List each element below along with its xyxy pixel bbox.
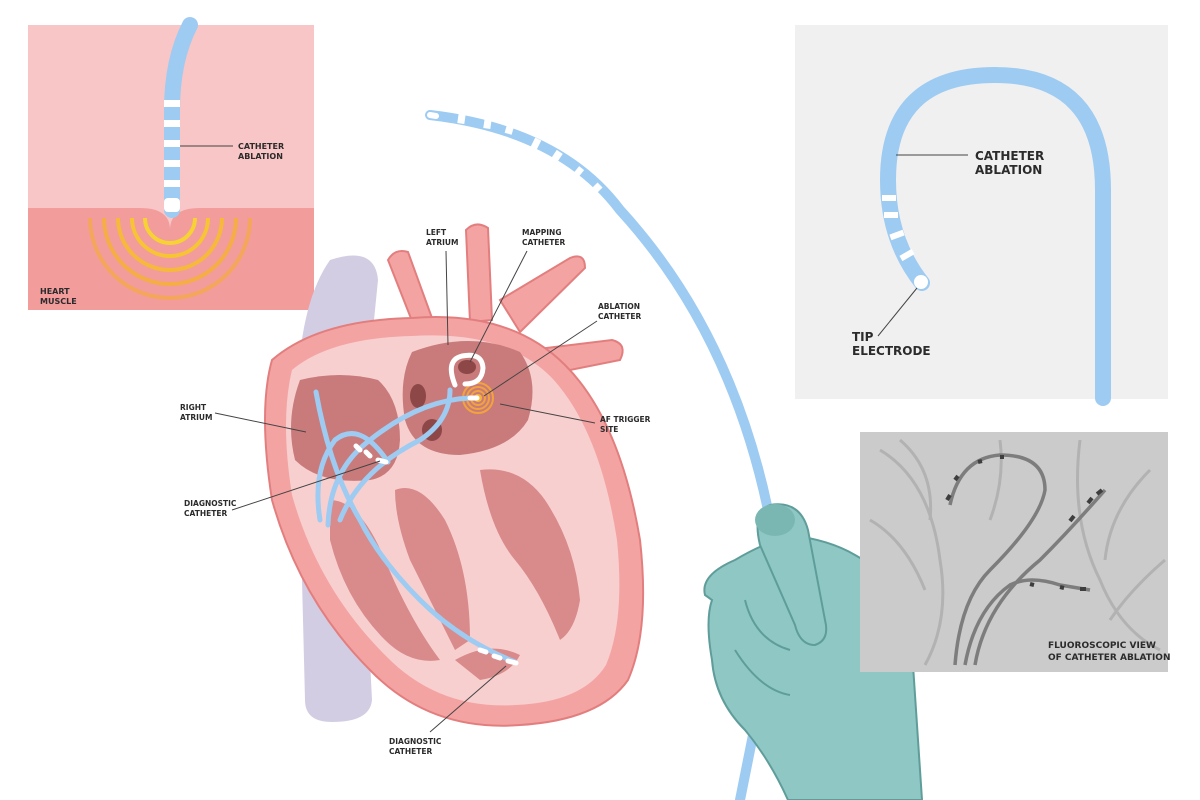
- heat-rings: [88, 217, 252, 300]
- electrode-bands: [164, 100, 180, 212]
- af-trigger-site-label: AF TRIGGER SITE: [600, 415, 653, 434]
- tip-electrode-leader: [877, 287, 918, 337]
- mapping-catheter-loop: [448, 352, 486, 388]
- heart-catheters: [313, 387, 518, 665]
- inset-catheter-tip: CATHETER ABLATION TIP ELECTRODE: [795, 25, 1168, 406]
- right-ventricle-muscle: [330, 500, 440, 661]
- inset-heart-muscle: CATHETER ABLATION HEART MUSCLE: [28, 17, 314, 310]
- ablation-catheter-path: [325, 395, 473, 528]
- heart-leader-lines: [214, 250, 598, 733]
- left-ventricle-muscle: [480, 469, 580, 640]
- pulmonary-vein-opening: [458, 360, 476, 374]
- diagnostic-catheter-lower-label: DIAGNOSTIC CATHETER: [389, 737, 444, 756]
- heart-muscle-label: HEART MUSCLE: [40, 287, 77, 306]
- diagnostic-catheter-lower: [313, 389, 518, 665]
- tip-catheter-label: CATHETER ABLATION: [975, 149, 1048, 177]
- fluoro-electrodes: [945, 455, 1104, 591]
- great-vessels: [386, 223, 624, 378]
- tip-electrode-bands: [882, 195, 928, 289]
- heart-electrodes: [353, 352, 519, 666]
- inset-catheter: [164, 17, 198, 218]
- inset-fluoroscopic: FLUOROSCOPIC VIEW OF CATHETER ABLATION: [860, 432, 1170, 672]
- pulmonary-vein-opening: [410, 384, 426, 408]
- thumbnail: [755, 504, 795, 536]
- mapping-catheter-shaft: [337, 387, 453, 523]
- fluoro-caption: FLUOROSCOPIC VIEW OF CATHETER ABLATION: [1048, 641, 1170, 663]
- right-atrium-label: RIGHT ATRIUM: [180, 403, 212, 422]
- ablation-catheter-label: ABLATION CATHETER: [598, 302, 643, 321]
- fluoro-bg: [860, 432, 1168, 672]
- mapping-catheter-label: MAPPING CATHETER: [522, 228, 565, 247]
- tip-catheter: [879, 66, 1111, 406]
- thumb: [756, 503, 828, 647]
- tip-electrode: [914, 275, 928, 289]
- diagnostic-catheter-upper-label: DIAGNOSTIC CATHETER: [184, 499, 239, 518]
- inset-catheter-label: CATHETER ABLATION: [238, 142, 287, 161]
- fluoro-vessels: [869, 438, 1166, 666]
- heart-muscle-tissue: [28, 208, 314, 310]
- left-atrium-label: LEFT ATRIUM: [426, 228, 458, 247]
- septum-muscle: [395, 488, 470, 650]
- heart-cross-section: LEFT ATRIUM MAPPING CATHETER ABLATION CA…: [180, 223, 653, 756]
- tip-electrode-label: TIP ELECTRODE: [852, 330, 931, 358]
- main-catheter-bands: [457, 113, 603, 195]
